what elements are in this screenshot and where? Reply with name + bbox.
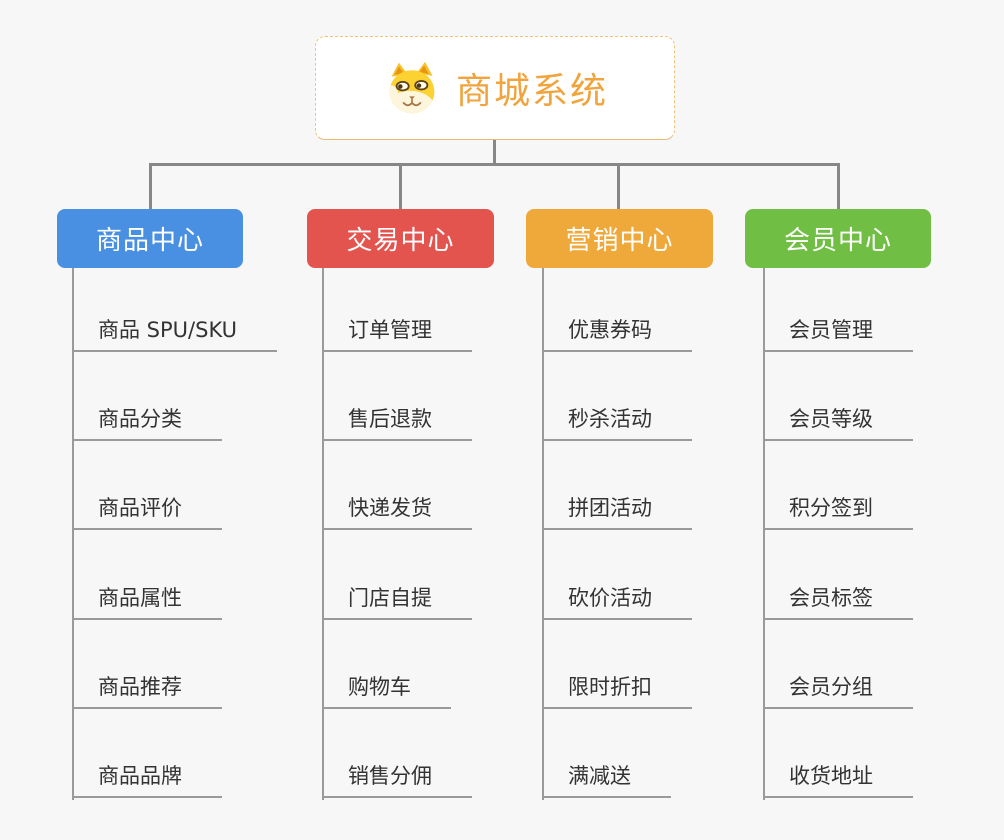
leaf-product-review[interactable]: 商品评价 bbox=[72, 490, 222, 530]
branch-marketing-center[interactable]: 营销中心 bbox=[526, 209, 713, 268]
leaf-member-management[interactable]: 会员管理 bbox=[763, 312, 913, 352]
leaf-coupon-code[interactable]: 优惠券码 bbox=[542, 312, 692, 352]
rail-marketing-center bbox=[542, 268, 544, 800]
leaf-product-recommend[interactable]: 商品推荐 bbox=[72, 669, 222, 709]
leaf-store-pickup[interactable]: 门店自提 bbox=[322, 580, 472, 620]
leaf-limited-discount[interactable]: 限时折扣 bbox=[542, 669, 692, 709]
leaf-group-buy[interactable]: 拼团活动 bbox=[542, 490, 692, 530]
leaf-product-category[interactable]: 商品分类 bbox=[72, 401, 222, 441]
branch-product-center[interactable]: 商品中心 bbox=[57, 209, 243, 268]
branch-member-center[interactable]: 会员中心 bbox=[745, 209, 931, 268]
connector-horizontal bbox=[149, 163, 840, 166]
leaf-member-level[interactable]: 会员等级 bbox=[763, 401, 913, 441]
leaf-bargain-activity[interactable]: 砍价活动 bbox=[542, 580, 692, 620]
leaf-product-brand[interactable]: 商品品牌 bbox=[72, 758, 222, 798]
leaf-product-spu-sku[interactable]: 商品 SPU/SKU bbox=[72, 312, 278, 352]
connector-stub-trade bbox=[399, 163, 402, 210]
leaf-full-reduction[interactable]: 满减送 bbox=[542, 758, 671, 798]
leaf-points-checkin[interactable]: 积分签到 bbox=[763, 490, 913, 530]
connector-stub-marketing bbox=[617, 163, 620, 210]
connector-stub-product bbox=[149, 163, 152, 210]
leaf-shipping-address[interactable]: 收货地址 bbox=[763, 758, 913, 798]
rail-trade-center bbox=[322, 268, 324, 800]
root-title: 商城系统 bbox=[455, 71, 608, 112]
rail-product-center bbox=[72, 268, 74, 800]
connector-root-vertical bbox=[493, 140, 496, 164]
leaf-sales-commission[interactable]: 销售分佣 bbox=[322, 758, 472, 798]
leaf-order-management[interactable]: 订单管理 bbox=[322, 312, 472, 352]
root-node[interactable]: 商城系统 bbox=[315, 36, 675, 140]
leaf-express-delivery[interactable]: 快递发货 bbox=[322, 490, 472, 530]
leaf-shopping-cart[interactable]: 购物车 bbox=[322, 669, 451, 709]
leaf-aftersale-refund[interactable]: 售后退款 bbox=[322, 401, 472, 441]
dog-face-icon bbox=[382, 60, 442, 116]
leaf-product-attribute[interactable]: 商品属性 bbox=[72, 580, 222, 620]
leaf-flash-sale[interactable]: 秒杀活动 bbox=[542, 401, 692, 441]
branch-trade-center[interactable]: 交易中心 bbox=[307, 209, 494, 268]
leaf-member-group[interactable]: 会员分组 bbox=[763, 669, 913, 709]
rail-member-center bbox=[763, 268, 765, 800]
leaf-member-tag[interactable]: 会员标签 bbox=[763, 580, 913, 620]
connector-stub-member bbox=[837, 163, 840, 210]
